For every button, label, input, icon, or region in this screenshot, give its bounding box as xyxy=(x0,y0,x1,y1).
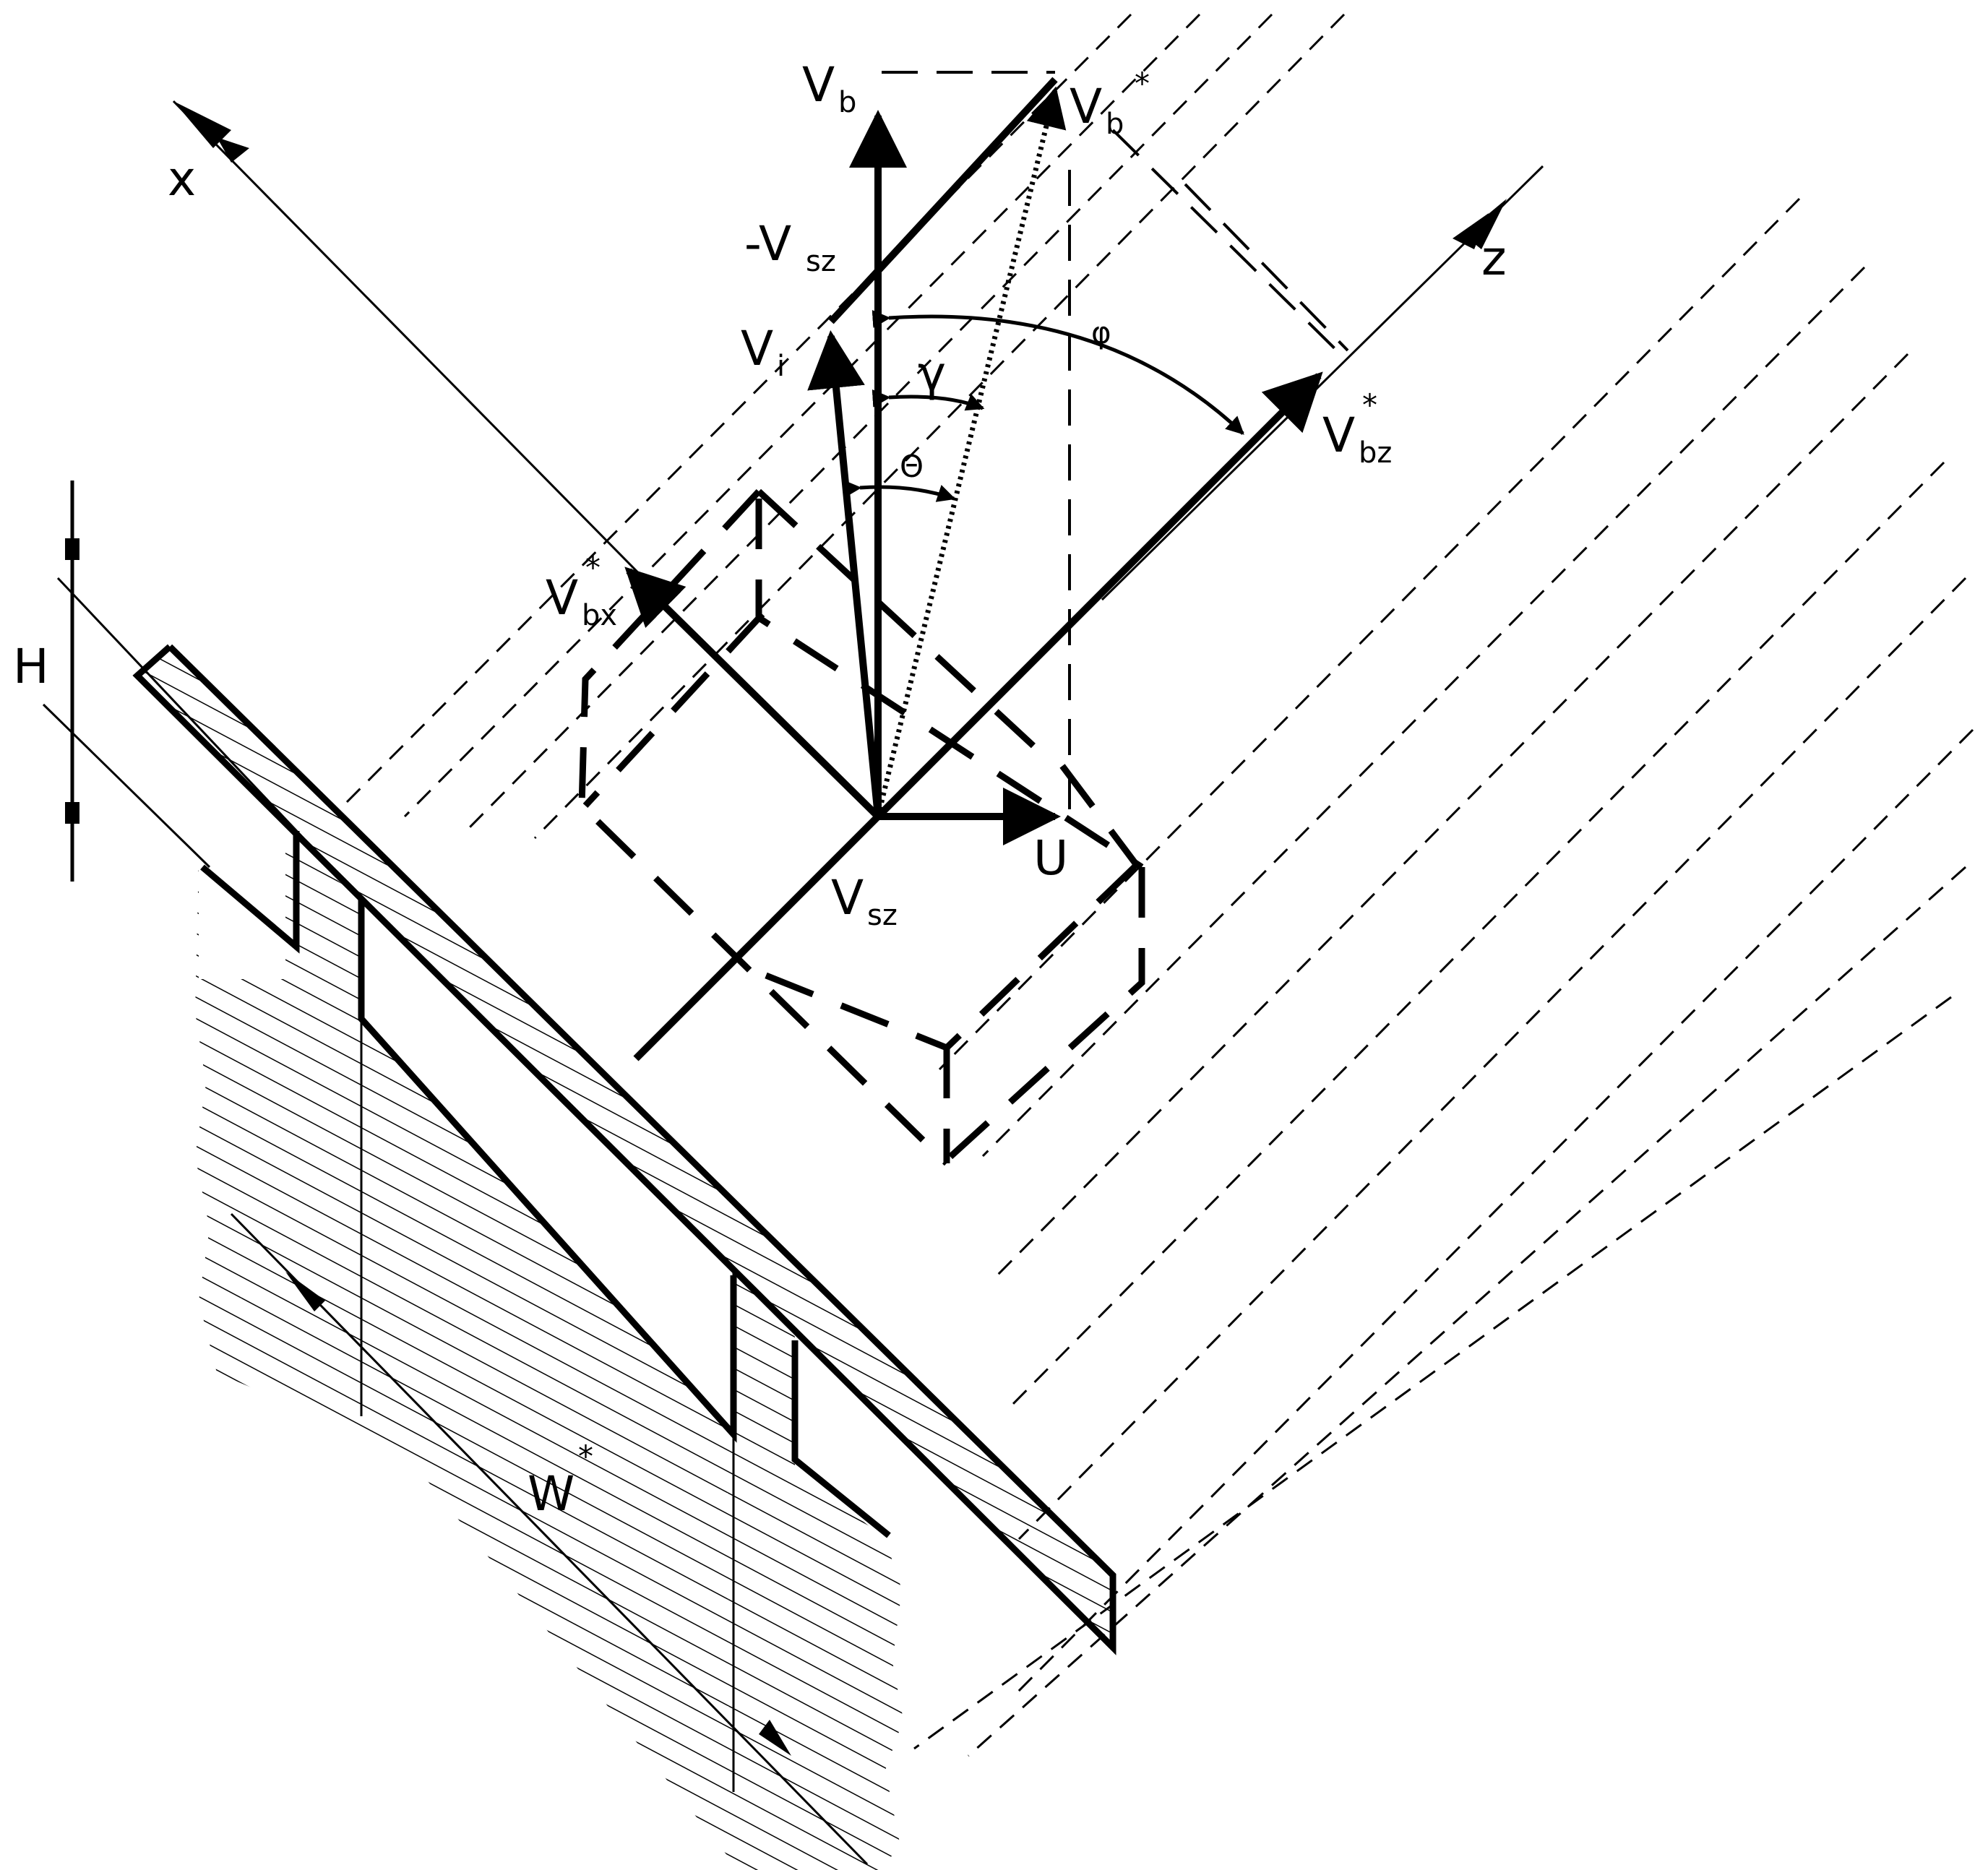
dashed-box xyxy=(578,488,1145,1166)
w-star-label: W * xyxy=(528,1439,593,1522)
structure-outline xyxy=(132,644,1116,1655)
angle-arcs xyxy=(843,310,1244,502)
vb-label: V b xyxy=(802,57,856,119)
svg-text:*: * xyxy=(585,550,601,585)
ground-hatch xyxy=(137,647,1113,1870)
x-axis xyxy=(172,100,666,601)
svg-text:bx: bx xyxy=(582,599,617,632)
svg-text:sz: sz xyxy=(806,245,836,278)
construction-lines xyxy=(882,71,1349,809)
svg-text:V: V xyxy=(741,321,773,376)
svg-text:V: V xyxy=(831,870,864,926)
svg-text:V: V xyxy=(1070,79,1102,134)
svg-text:-V: -V xyxy=(744,216,791,272)
z-axis xyxy=(1101,165,1544,601)
theta-label: Θ xyxy=(900,449,924,484)
svg-text:*: * xyxy=(578,1439,593,1474)
svg-text:sz: sz xyxy=(867,899,898,932)
h-dimension: H xyxy=(13,481,79,882)
x-axis-label: x xyxy=(168,151,196,207)
vsz-label: V sz xyxy=(831,870,898,932)
svg-text:b: b xyxy=(1106,108,1124,141)
neg-vsz-label: -V sz xyxy=(744,216,836,278)
svg-text:V: V xyxy=(546,570,578,626)
vbx-star-label: V bx * xyxy=(546,550,617,632)
svg-text:i: i xyxy=(777,350,785,383)
vectors xyxy=(624,77,1323,1061)
z-axis-label: z xyxy=(1481,230,1507,286)
svg-text:b: b xyxy=(838,86,856,119)
svg-text:V: V xyxy=(1322,408,1355,463)
vb-star-label: V b * xyxy=(1070,66,1150,141)
svg-text:W: W xyxy=(528,1466,575,1522)
svg-text:V: V xyxy=(802,57,835,113)
labels: x z V b V b * -V sz V i γ Θ φ V bz * V xyxy=(168,57,1507,1522)
svg-text:*: * xyxy=(1135,66,1150,101)
vi-label: V i xyxy=(741,321,785,383)
svg-text:bz: bz xyxy=(1359,436,1392,470)
phi-label: φ xyxy=(1091,315,1111,350)
u-label: U xyxy=(1033,830,1068,886)
vbz-star-label: V bz * xyxy=(1322,387,1392,470)
gamma-label: γ xyxy=(918,346,946,402)
svg-text:*: * xyxy=(1362,387,1377,423)
h-label: H xyxy=(13,639,49,694)
